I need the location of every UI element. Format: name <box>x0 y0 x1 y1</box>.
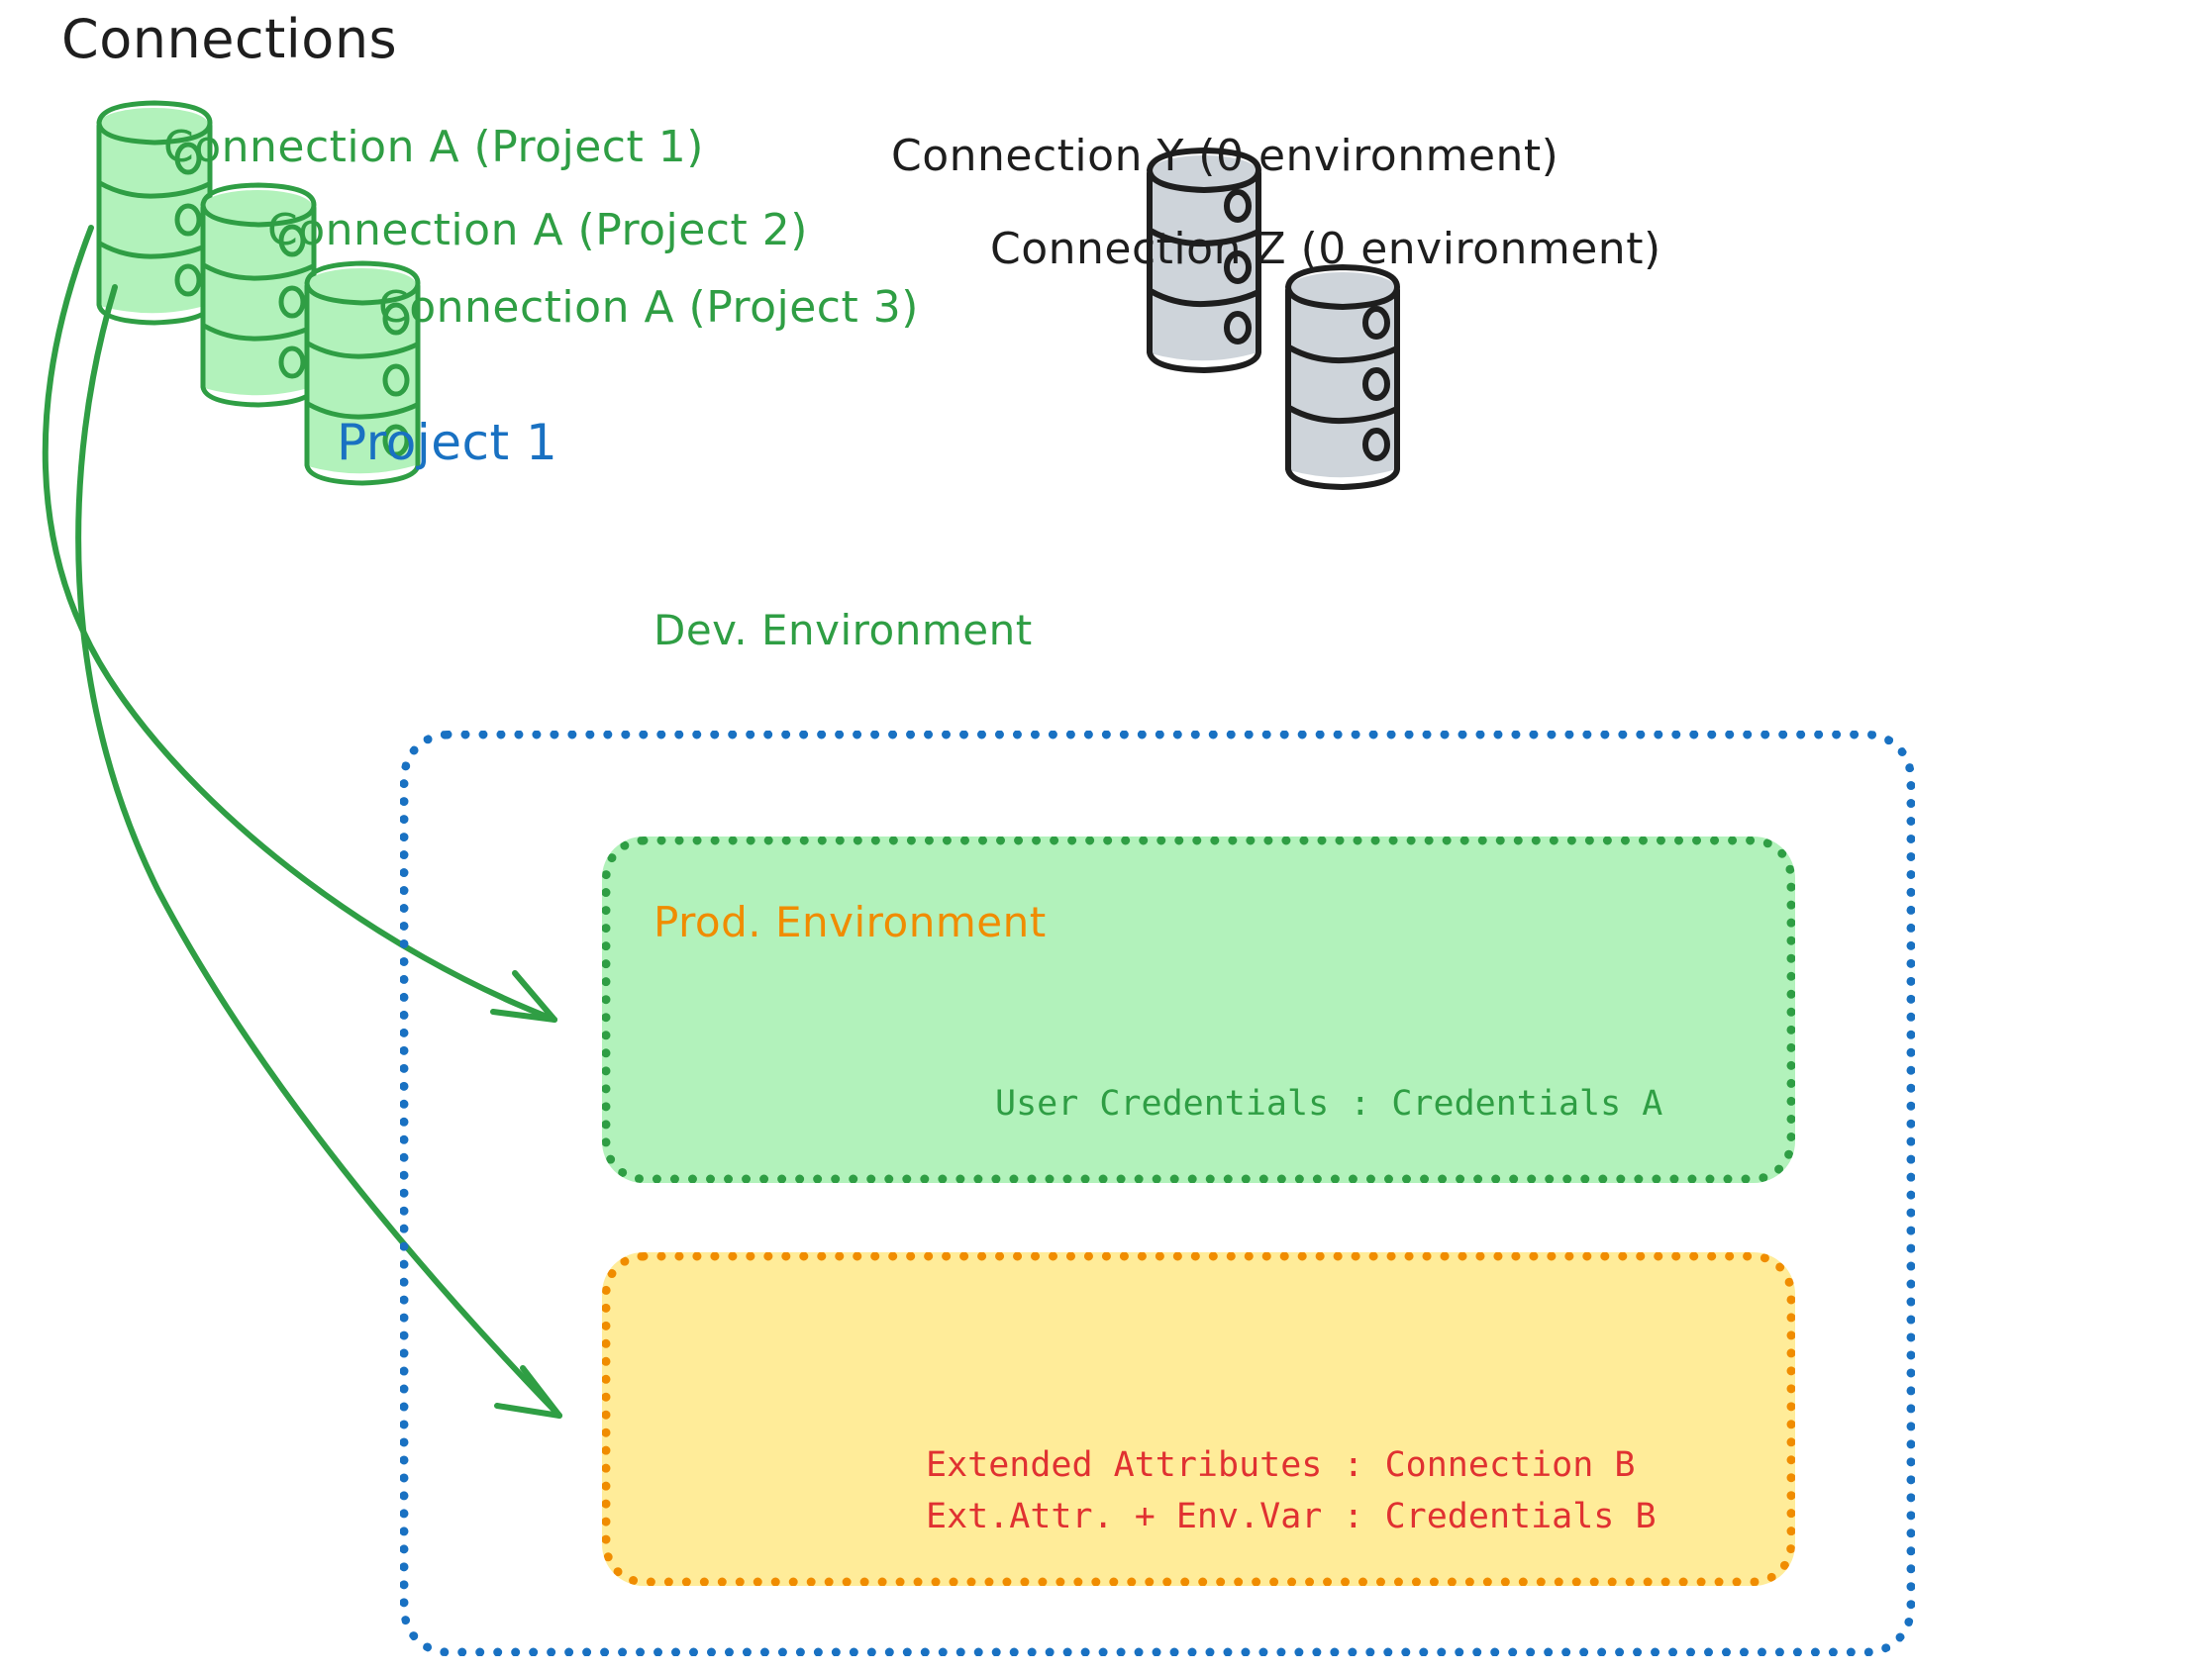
project-title: Project 1 <box>337 414 558 471</box>
environment-title-dev: Dev. Environment <box>654 606 1033 654</box>
environment-entry-prod-0: Extended Attributes : Connection B <box>926 1445 1636 1485</box>
environment-entry-dev-0: User Credentials : Credentials A <box>995 1084 1663 1124</box>
environment-title-prod: Prod. Environment <box>654 898 1047 946</box>
database-cylinder-icon-connection-z <box>1285 264 1400 490</box>
connection-label-a-project-3: Connection A (Project 3) <box>378 282 919 333</box>
connection-label-a-project-1: Connection A (Project 1) <box>163 122 704 172</box>
connection-label-a-project-2: Connection A (Project 2) <box>267 205 808 255</box>
project-container <box>400 731 1915 1656</box>
page-title: Connections <box>61 8 398 70</box>
connection-label-z: Connection Z (0 environment) <box>990 224 1661 274</box>
environment-box-prod[interactable] <box>602 1252 1795 1586</box>
environment-entry-prod-1: Ext.Attr. + Env.Var : Credentials B <box>926 1497 1657 1536</box>
environment-box-dev[interactable] <box>602 837 1795 1183</box>
connection-label-y: Connection Y (0 environment) <box>891 131 1559 181</box>
